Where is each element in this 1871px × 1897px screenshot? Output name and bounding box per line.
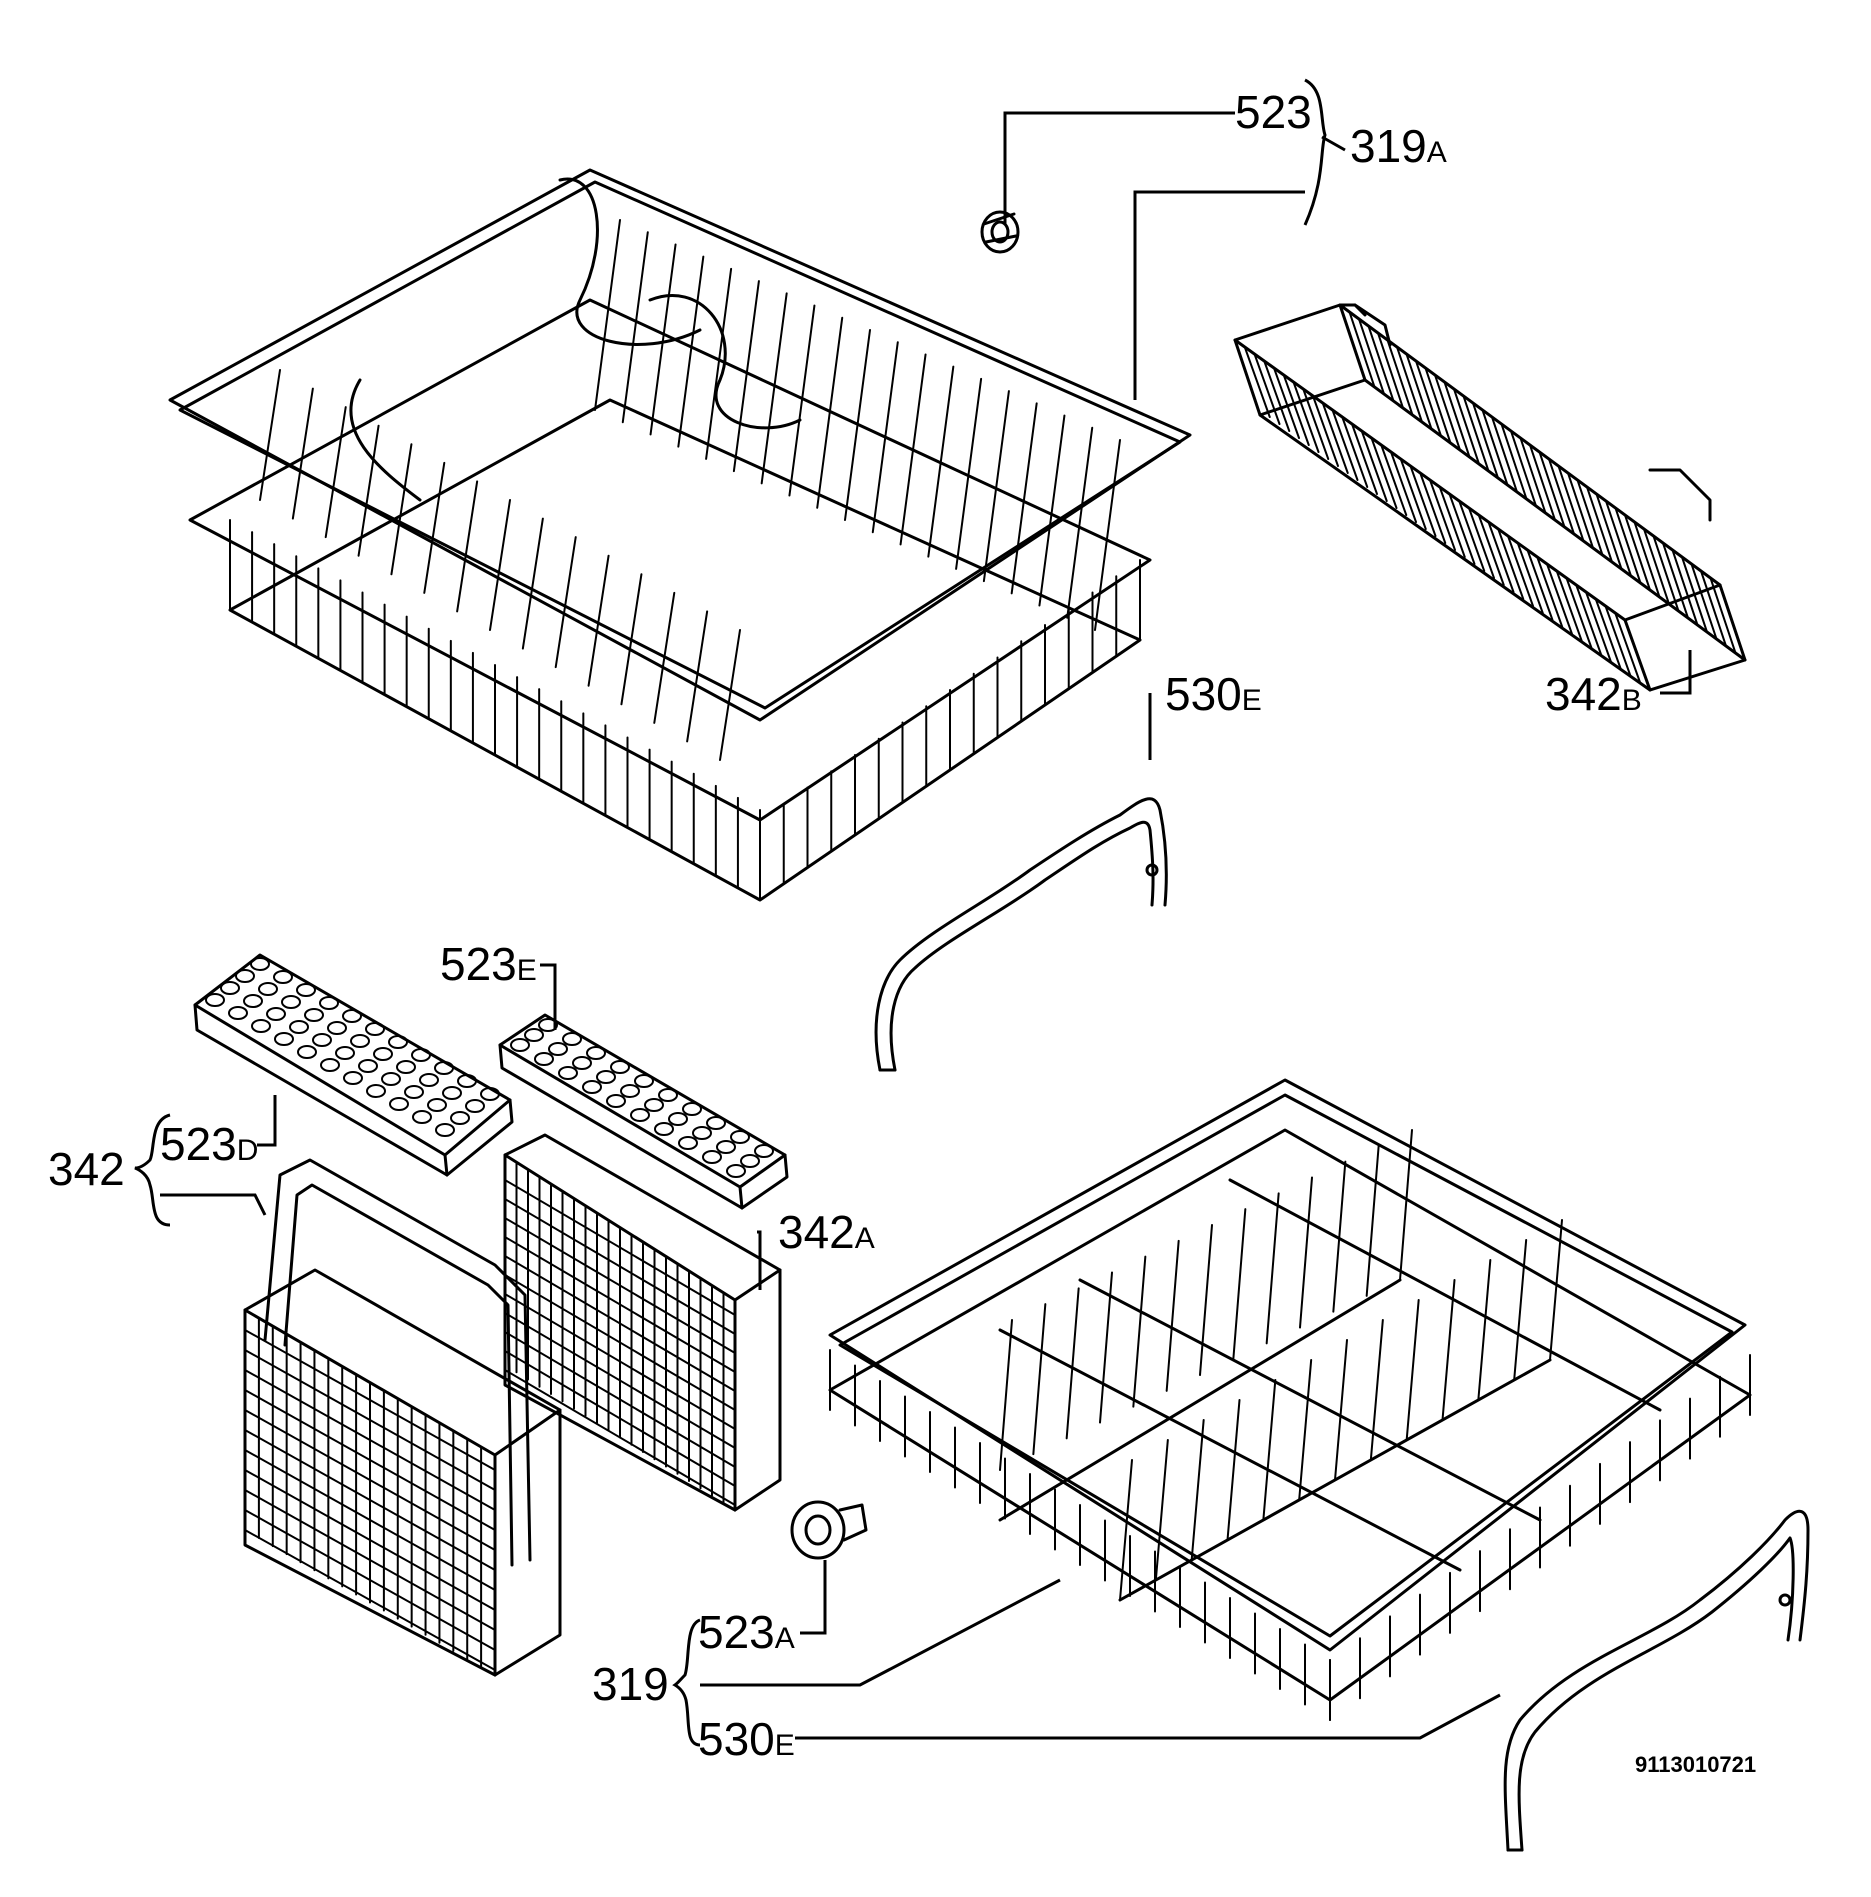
label-530E-bottom: 530E [698, 1713, 795, 1765]
label-342: 342 [48, 1143, 125, 1195]
wheel-523A-drawing [790, 1500, 868, 1560]
label-319A: 319A [1350, 120, 1447, 172]
wheel-523-top-drawing [980, 210, 1020, 254]
upper-basket-drawing [168, 168, 1192, 902]
rail-530E-top-drawing [874, 797, 1168, 1072]
label-523E: 523E [440, 938, 537, 990]
label-523: 523 [1235, 86, 1312, 138]
part-labels: 523 319A 342B 530E 523E 523D 342 342A 52… [48, 86, 1756, 1777]
leader-lines [134, 78, 1692, 1747]
holder-523D-drawing [193, 953, 514, 1177]
basket-342A-drawing [503, 1133, 782, 1512]
lower-basket-drawing [828, 1078, 1752, 1721]
label-530E-top: 530E [1165, 668, 1262, 720]
label-523A: 523A [698, 1606, 795, 1658]
basket-342-drawing [243, 1158, 562, 1677]
holder-523E-drawing [498, 1013, 789, 1210]
label-523D: 523D [160, 1118, 258, 1170]
rail-530E-bottom-drawing [1503, 1509, 1810, 1852]
reference-number: 9113010721 [1635, 1752, 1756, 1777]
label-342A: 342A [778, 1206, 875, 1258]
label-319: 319 [592, 1658, 669, 1710]
cutlery-rack-342B-drawing [1233, 303, 1747, 692]
label-342B: 342B [1545, 668, 1642, 720]
